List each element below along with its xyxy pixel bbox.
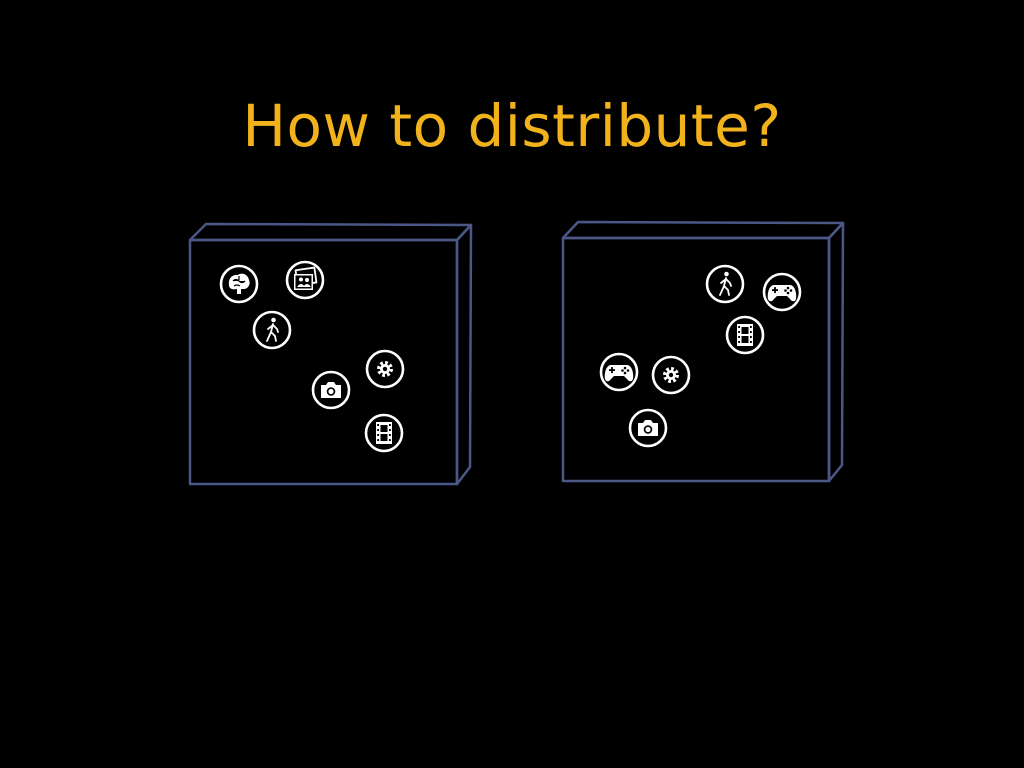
- gamepad-icon: [762, 272, 802, 312]
- server-box-right: [561, 220, 845, 483]
- box-side-face: [827, 221, 845, 483]
- slide-title: How to distribute?: [242, 92, 782, 160]
- gear-icon: [365, 349, 405, 389]
- box-top-face: [188, 222, 473, 242]
- brain-icon: [219, 264, 259, 304]
- photos-icon: [285, 260, 325, 300]
- box-side-face: [455, 223, 473, 486]
- server-box-left: [188, 222, 473, 486]
- camera-icon: [628, 408, 668, 448]
- walker-icon: [705, 264, 745, 304]
- gamepad-icon: [599, 352, 639, 392]
- box-top-face: [561, 220, 845, 240]
- film-icon: [364, 413, 404, 453]
- walker-icon: [252, 310, 292, 350]
- box-front-face: [188, 238, 459, 486]
- film-icon: [725, 315, 765, 355]
- box-front-face: [561, 236, 831, 483]
- gear-icon: [651, 355, 691, 395]
- camera-icon: [311, 370, 351, 410]
